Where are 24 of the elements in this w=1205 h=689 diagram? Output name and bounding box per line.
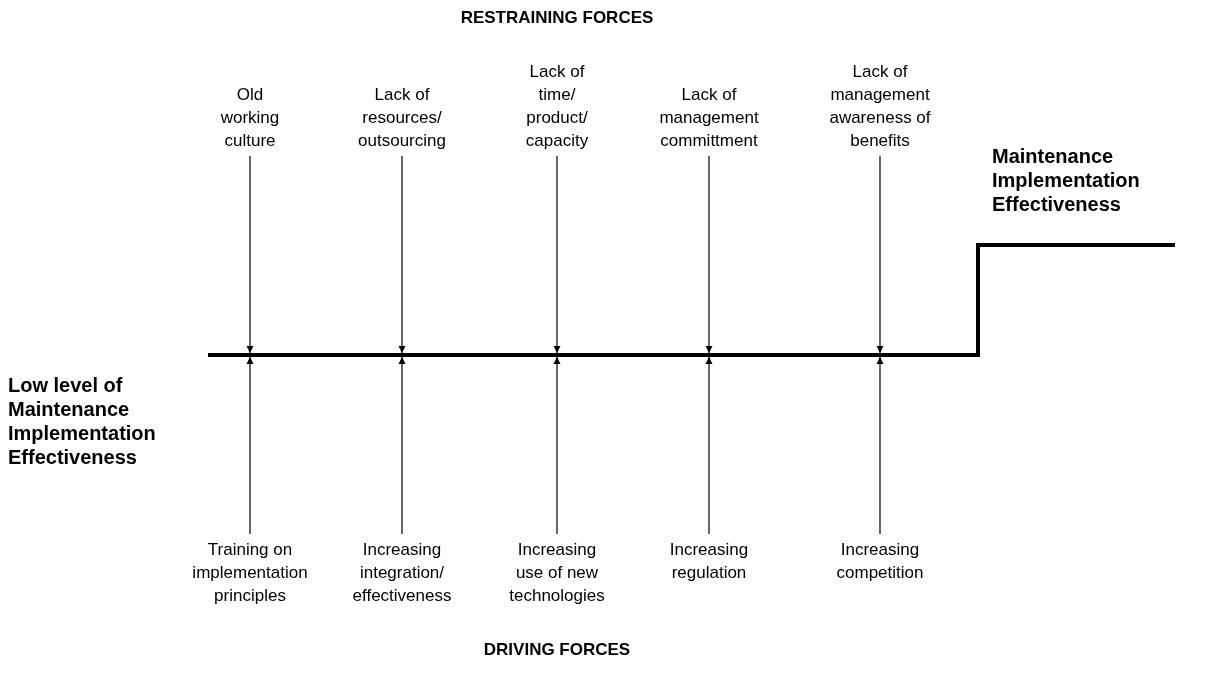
force-arrow [705, 155, 713, 354]
force-arrow [398, 155, 406, 354]
restraining-force-text: Lack of management committment [651, 83, 767, 152]
force-heading: RESTRAINING FORCES [459, 8, 655, 28]
driving-force-text: Increasing use of new technologies [502, 538, 612, 607]
state-label: Maintenance Implementation Effectiveness [992, 144, 1141, 216]
driving-force-text: Increasing competition [830, 538, 930, 584]
state-label: Low level of Maintenance Implementation Effectiveness [8, 373, 157, 469]
force-arrow [876, 356, 884, 535]
force-arrow [705, 356, 713, 535]
driving-force-text: Increasing regulation [659, 538, 759, 584]
restraining-force-text: Old working culture [214, 83, 286, 152]
force-arrow [398, 356, 406, 535]
force-arrow [876, 155, 884, 354]
restraining-force-text: Lack of management awareness of benefits [817, 60, 943, 152]
force-arrow [246, 155, 254, 354]
force-arrow [246, 356, 254, 535]
restraining-force-text: Lack of resources/ outsourcing [352, 83, 452, 152]
force-arrow [553, 356, 561, 535]
force-heading: DRIVING FORCES [482, 640, 632, 660]
driving-force-text: Increasing integration/ effectiveness [341, 538, 463, 607]
driving-force-text: Training on implementation principles [185, 538, 315, 607]
force-arrow [553, 155, 561, 354]
restraining-force-text: Lack of time/ product/ capacity [521, 60, 593, 152]
